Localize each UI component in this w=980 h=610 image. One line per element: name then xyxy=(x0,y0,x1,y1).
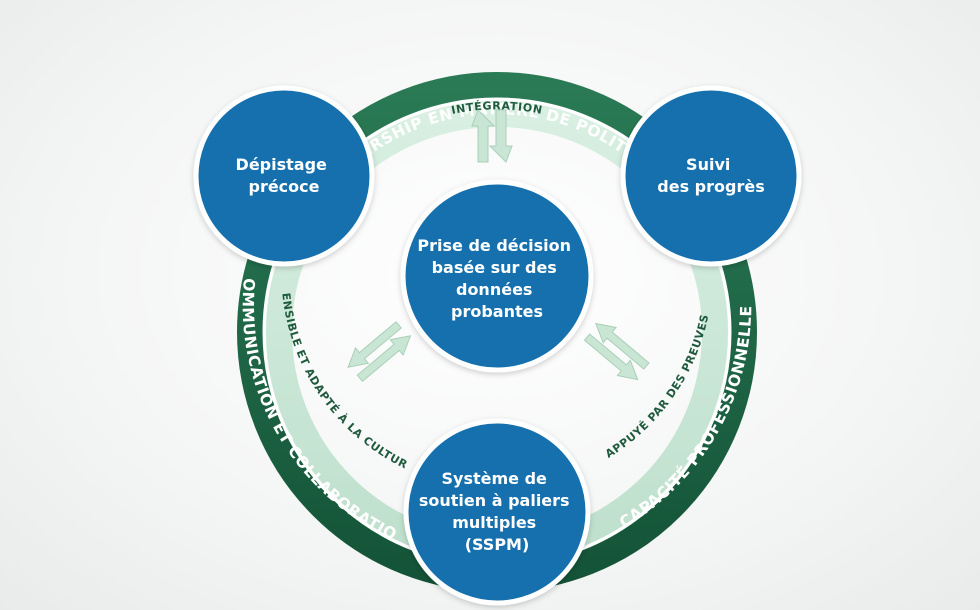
node-top-left xyxy=(193,85,375,267)
node-center xyxy=(400,179,594,373)
node-center-label: Prise de décision basée sur des données … xyxy=(417,236,576,321)
outer-ring-label-left: COMMUNICATION ET COLLABORATION xyxy=(0,0,400,544)
bidirectional-arrows-icon xyxy=(471,109,513,163)
node-top-left-label: Dépistage précoce xyxy=(236,155,333,196)
node-top-right-label: Suivi des progrès xyxy=(657,155,764,196)
node-top-right xyxy=(620,85,802,267)
bidirectional-arrows-icon xyxy=(347,321,412,382)
node-bottom-label: Système de soutien à paliers multiples (… xyxy=(419,469,575,554)
inner-ring-label-top: INTÉGRATION xyxy=(450,99,544,117)
node-bottom xyxy=(403,418,591,606)
bidirectional-arrows-icon xyxy=(583,322,650,381)
